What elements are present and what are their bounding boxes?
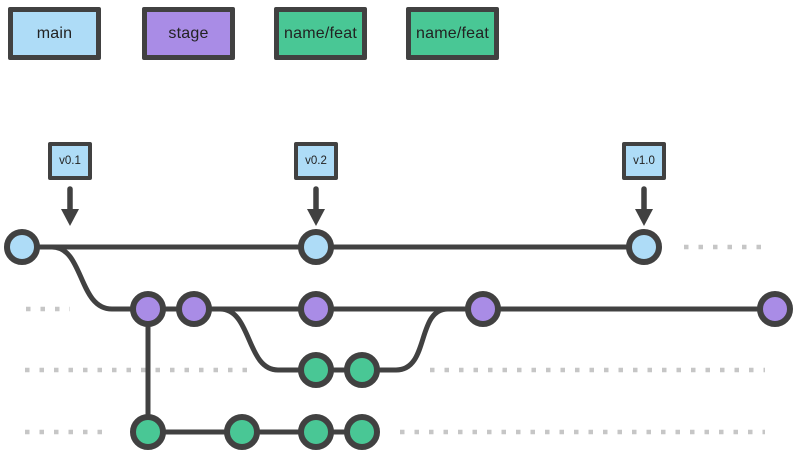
commit-node-stage-1	[130, 291, 166, 327]
tag-v1-0: v1.0	[622, 142, 666, 180]
commit-node-main-2	[298, 229, 334, 265]
arrow-down-icon	[635, 186, 653, 226]
commit-node-feat1-2	[344, 352, 380, 388]
tag-v0-2: v0.2	[294, 142, 338, 180]
commit-node-feat1-1	[298, 352, 334, 388]
feature1-branch-loop	[217, 306, 451, 373]
commit-node-feat2-2	[224, 414, 260, 450]
arrow-down-icon	[61, 186, 79, 226]
legend: main stage name/feat name/feat	[0, 7, 800, 60]
legend-label-feat-2: name/feat	[416, 24, 489, 42]
commit-node-stage-4	[465, 291, 501, 327]
commit-node-stage-3	[298, 291, 334, 327]
commit-node-main-3	[626, 229, 662, 265]
legend-label-feat-1: name/feat	[284, 24, 357, 42]
commit-node-main-1	[4, 229, 40, 265]
legend-label-stage: stage	[168, 24, 209, 42]
commit-node-feat2-1	[130, 414, 166, 450]
arrow-down-icon	[307, 186, 325, 226]
legend-label-main: main	[36, 24, 73, 42]
legend-box-feat-1: name/feat	[274, 7, 367, 60]
tag-v1-0-label: v1.0	[633, 155, 655, 167]
stage-branch-line	[49, 244, 778, 312]
legend-box-main: main	[8, 7, 101, 60]
legend-box-stage: stage	[142, 7, 235, 60]
tag-v0-2-label: v0.2	[305, 155, 327, 167]
commit-node-stage-2	[176, 291, 212, 327]
commit-node-feat2-3	[298, 414, 334, 450]
tag-v0-1: v0.1	[48, 142, 92, 180]
legend-box-feat-2: name/feat	[406, 7, 499, 60]
commit-node-feat2-4	[344, 414, 380, 450]
commit-node-stage-5	[757, 291, 793, 327]
tag-v0-1-label: v0.1	[59, 155, 81, 167]
